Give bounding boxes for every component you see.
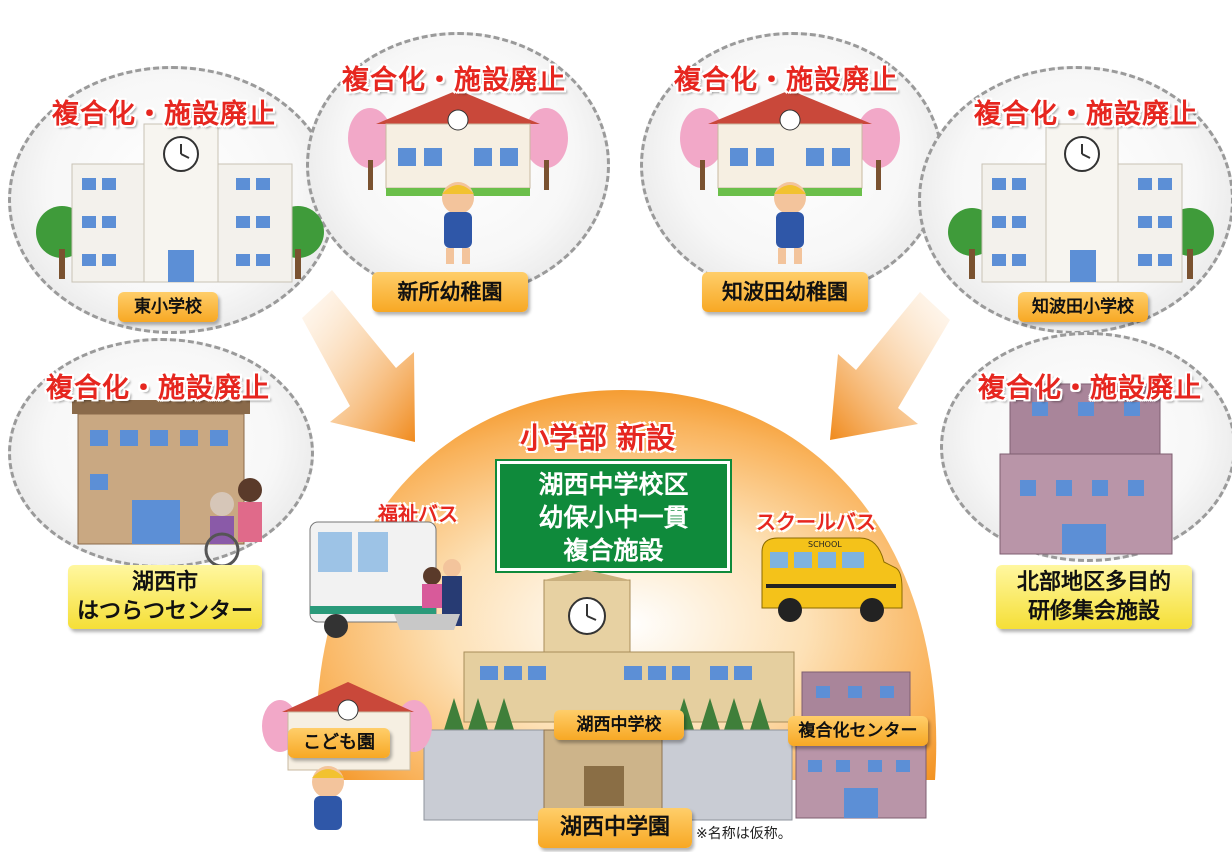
school-bus-sign: SCHOOL (808, 540, 842, 549)
campus-building-illustration (423, 570, 795, 821)
label-chibata-kindergarten: 知波田幼稚園 (702, 272, 868, 312)
label-north-line2: 研修集会施設 (1027, 599, 1160, 624)
label-shinjo-kindergarten: 新所幼稚園 (372, 272, 528, 312)
label-north-line1: 北部地区多目的 (1016, 570, 1171, 595)
elementary-school-building-right (948, 123, 1214, 283)
complex-facility-sign: 湖西中学校区 幼保小中一貫 複合施設 (495, 459, 732, 573)
label-hatsuratsu-line2: はつらつセンター (76, 599, 253, 624)
right-arrow (830, 292, 950, 440)
label-higashi-elementary: 東小学校 (118, 292, 218, 322)
provisional-name-note: ※名称は仮称。 (696, 826, 792, 842)
kodomoen-illustration (262, 682, 432, 830)
school-bus-illustration: SCHOOL (761, 537, 903, 622)
welfare-bus-illustration (309, 521, 462, 638)
elementary-school-building-left (36, 123, 324, 283)
welfare-center-building (72, 400, 262, 568)
sign-line-1: 湖西中学校区 (538, 470, 689, 499)
label-junior-high: 湖西中学校 (554, 710, 684, 740)
tag-higashi: 複合化・施設廃止 (52, 99, 276, 130)
label-kodomoen: こども園 (288, 728, 390, 758)
label-hatsuratsu-line1: 湖西市 (131, 570, 198, 595)
sign-line-2: 幼保小中一貫 (538, 503, 689, 532)
new-elementary-title: 小学部 新設 (520, 421, 676, 455)
complex-center-building-illustration (795, 671, 927, 819)
label-chibata-elementary: 知波田小学校 (1018, 292, 1148, 322)
tag-north: 複合化・施設廃止 (978, 373, 1202, 404)
school-bus-label: スクールバス (756, 510, 876, 534)
tag-chibata-kinder: 複合化・施設廃止 (674, 65, 898, 96)
label-north-facility: 北部地区多目的 研修集会施設 (996, 565, 1192, 629)
label-gakuen: 湖西中学園 (538, 808, 692, 848)
tag-hatsuratsu: 複合化・施設廃止 (46, 373, 270, 404)
sign-line-3: 複合施設 (563, 536, 664, 565)
label-complex-center: 複合化センター (788, 716, 928, 746)
left-arrow (302, 290, 415, 442)
kindergarten-building-left (348, 90, 568, 264)
community-hall-building (999, 383, 1173, 555)
label-hatsuratsu-center: 湖西市 はつらつセンター (68, 565, 262, 629)
kindergarten-building-right (680, 90, 900, 264)
tag-chibata-elem: 複合化・施設廃止 (974, 99, 1198, 130)
tag-shinjo: 複合化・施設廃止 (342, 65, 566, 96)
